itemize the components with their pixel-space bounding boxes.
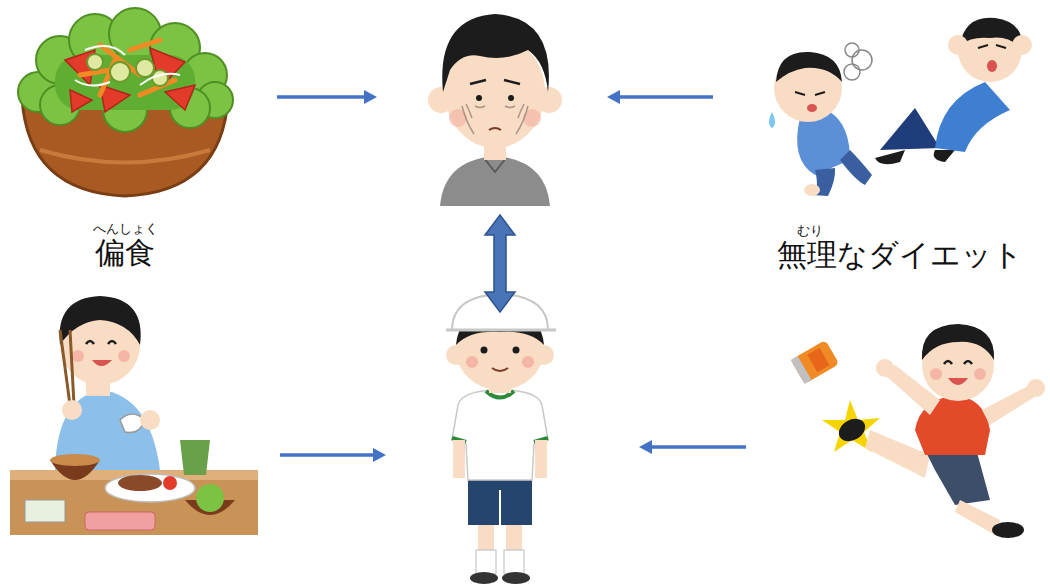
picture-node: むり無理なダイエット <box>713 0 1050 280</box>
caption-text: 無理なダイエット <box>777 240 1023 270</box>
double-arrow <box>485 215 515 312</box>
arrow-connector <box>280 448 386 462</box>
picture-node: へんしょく偏食 <box>15 0 277 280</box>
picture-node <box>746 300 1050 540</box>
arrow-connector <box>277 90 377 104</box>
picture-node <box>5 290 280 550</box>
kicking-boy-illustration <box>791 324 1045 538</box>
eating-boy-illustration <box>10 296 258 535</box>
picture-node <box>377 0 607 215</box>
ruby-reading: むり <box>797 224 823 237</box>
pe-boy-illustration <box>446 294 556 584</box>
salad-illustration <box>18 8 233 196</box>
arrow-connector <box>639 440 746 454</box>
diet-illustration <box>769 18 1032 196</box>
tired-boy-illustration <box>428 14 562 206</box>
caption-text: 偏食 <box>95 238 155 268</box>
picture-node <box>386 312 639 584</box>
ruby-reading: へんしょく <box>93 222 158 235</box>
arrow-connector <box>607 90 713 104</box>
